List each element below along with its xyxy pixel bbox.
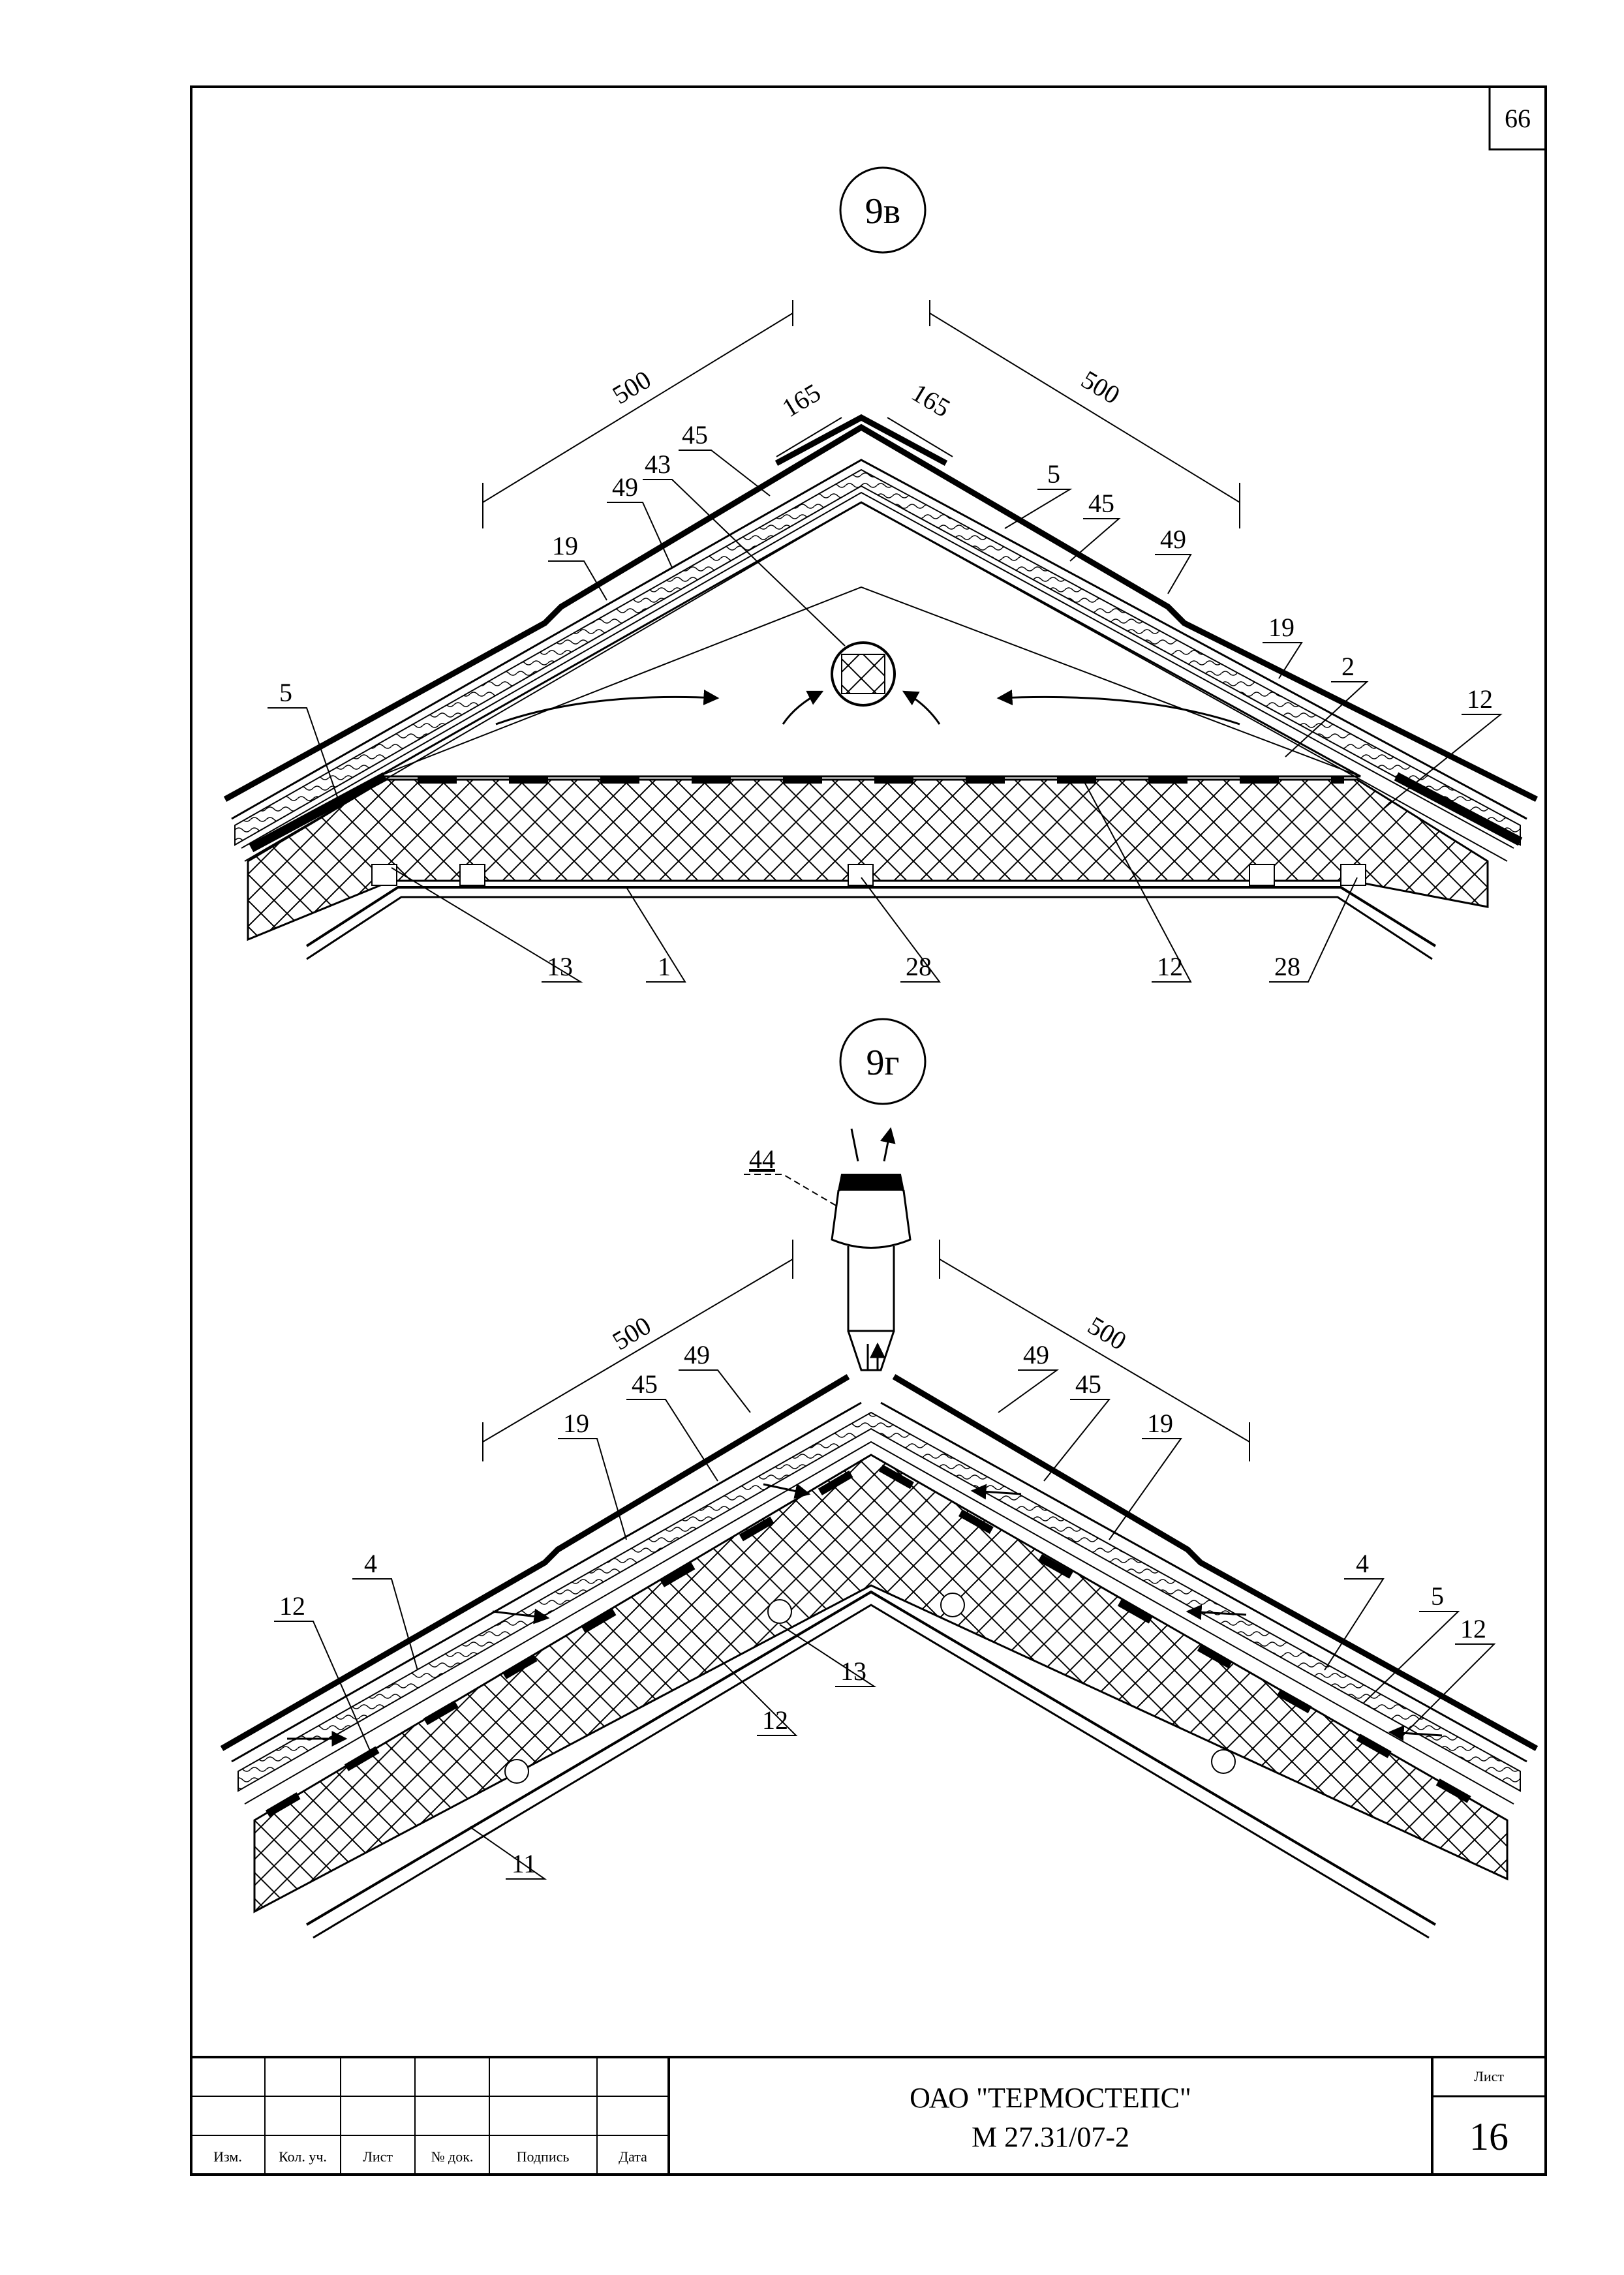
- dim-500-right: 500: [1077, 365, 1126, 410]
- callout-leaders: [274, 1174, 1496, 1880]
- callout-11: 11: [512, 1849, 537, 1878]
- roof-covering-49: [220, 1374, 1539, 1751]
- ridge-vent-outlet-44: [831, 1129, 912, 1371]
- membrane-5: [244, 1441, 1514, 1805]
- airflow-arrows: [287, 1344, 1443, 1747]
- callout-28: 28: [1274, 952, 1300, 981]
- sheet-number: 16: [1469, 2115, 1509, 2158]
- callout-19: 19: [552, 531, 578, 560]
- callout-13: 13: [840, 1657, 866, 1686]
- callout-12: 12: [762, 1705, 788, 1735]
- dim-500-left: 500: [607, 365, 656, 410]
- callout-28: 28: [906, 952, 932, 981]
- callout-2: 2: [1341, 652, 1355, 681]
- dim-500-right: 500: [1083, 1311, 1132, 1356]
- airflow-arrows: [495, 689, 1240, 725]
- callout-1: 1: [658, 952, 671, 981]
- counter-batten-19: [237, 1411, 1521, 1792]
- callout-49: 49: [612, 472, 638, 502]
- company-name: ОАО "ТЕРМОСТЕПС": [910, 2082, 1191, 2114]
- vapor-barrier-dashes: [265, 1464, 1496, 1818]
- callout-43: 43: [645, 450, 671, 479]
- dim-500-left: 500: [607, 1311, 656, 1356]
- counter-batten-19: [234, 468, 1521, 846]
- title-col-list: Лист: [363, 2148, 393, 2165]
- callout-49: 49: [1023, 1340, 1049, 1369]
- callout-19: 19: [1147, 1409, 1173, 1438]
- detail-marker-label: 9г: [866, 1043, 900, 1083]
- sheet-frame: [190, 85, 1547, 2176]
- dimension-lines: [482, 300, 1240, 528]
- callout-5: 5: [1431, 1581, 1444, 1611]
- callout-19: 19: [1268, 613, 1295, 642]
- callout-13: 13: [547, 952, 573, 981]
- title-col-doc-no: № док.: [431, 2148, 474, 2165]
- title-col-date: Дата: [619, 2148, 647, 2165]
- title-col-signature: Подпись: [517, 2148, 570, 2165]
- dimension-lines: [482, 1240, 1250, 1461]
- sheathing-45: [231, 459, 1527, 820]
- title-col-izm: Изм.: [213, 2148, 242, 2165]
- roof-covering-49: [223, 423, 1539, 802]
- detail-9v: 9в: [223, 166, 1539, 983]
- dim-165-left: 165: [777, 378, 826, 423]
- vent-grille-43: [831, 641, 896, 707]
- page-number: 66: [1505, 104, 1531, 133]
- attic-space: [375, 501, 1361, 778]
- eave-black-bands: [249, 772, 1523, 853]
- detail-marker-circle: [839, 1018, 927, 1105]
- title-col-kol-uch: Кол. уч.: [279, 2148, 327, 2165]
- callout-12: 12: [279, 1591, 305, 1621]
- ceiling-lining: [313, 1604, 1430, 1939]
- ridge-cap: [774, 414, 948, 466]
- document-code: М 27.31/07-2: [972, 2121, 1129, 2153]
- insulation-slab: [247, 776, 1489, 941]
- callout-12: 12: [1460, 1614, 1486, 1643]
- membrane-5: [241, 491, 1514, 849]
- title-block: Изм. Кол. уч. Лист № док. Подпись Дата О…: [191, 2056, 1546, 2175]
- ceiling-lining: [306, 896, 1433, 960]
- detail-marker-label: 9в: [865, 191, 900, 232]
- callout-12: 12: [1157, 952, 1183, 981]
- callout-44: 44: [749, 1144, 775, 1174]
- detail-marker-circle: [839, 166, 927, 254]
- sheathing-45: [231, 1401, 1527, 1763]
- page-number-box: [1488, 85, 1547, 151]
- callout-4: 4: [1356, 1549, 1369, 1578]
- detail-9g: 9г: [220, 1018, 1539, 1939]
- callout-5: 5: [279, 678, 292, 707]
- rafters-13: [504, 1593, 1236, 1784]
- callout-45: 45: [632, 1369, 658, 1399]
- attic-diagonal: [378, 586, 1361, 777]
- callout-45: 45: [1088, 489, 1114, 518]
- dim-165-right: 165: [907, 378, 956, 423]
- callout-5: 5: [1047, 459, 1060, 489]
- callout-19: 19: [563, 1409, 589, 1438]
- callout-45: 45: [682, 420, 708, 450]
- callout-49: 49: [684, 1340, 710, 1369]
- callout-4: 4: [364, 1549, 377, 1578]
- callout-12: 12: [1467, 684, 1493, 714]
- callout-45: 45: [1075, 1369, 1101, 1399]
- beams-28: [371, 864, 1366, 886]
- sheet-label: Лист: [1474, 2068, 1504, 2084]
- callout-leaders: [268, 450, 1503, 983]
- ceiling-lining-11: [305, 1590, 1437, 1926]
- callout-49: 49: [1160, 525, 1186, 554]
- insulation-slab: [253, 1454, 1509, 1914]
